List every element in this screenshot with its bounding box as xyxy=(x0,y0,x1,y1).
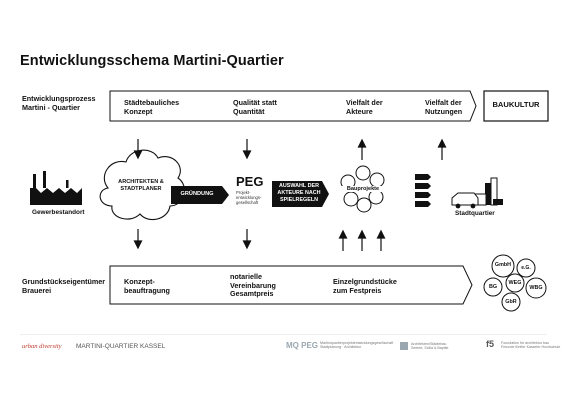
footer-f5-sub-line: Foundation für architektur bau xyxy=(501,341,549,345)
bottom-item-text: zum Festpreis xyxy=(333,285,382,295)
footer-f5-sub: Foundation für architektur bau Freunde f… xyxy=(501,341,560,350)
auswahl-line: SPIELREGELN xyxy=(279,196,319,203)
stadtquartier-icon xyxy=(451,177,503,209)
owner-label: Grundstückseigentümer Brauerei xyxy=(22,277,106,295)
arrow-item-text: Quantität xyxy=(233,106,265,116)
gruendung-label: GRÜNDUNG xyxy=(180,191,214,197)
stadtquartier-label: Stadtquartier xyxy=(455,210,495,217)
footer-urban-diversity: urban diversity xyxy=(22,343,62,350)
legal-form-eg: e.G. xyxy=(521,265,531,271)
gruendung-arrow xyxy=(171,186,229,204)
arrow-item-text: Nutzungen xyxy=(425,106,463,116)
bottom-item-text: beauftragung xyxy=(124,285,170,295)
arrow-item-qualitaet: Qualität statt Quantität xyxy=(233,98,277,116)
arrows-down xyxy=(133,139,252,250)
stack-bars-icon xyxy=(415,174,431,207)
footer-arch-line: Architekten/Städtebau xyxy=(411,342,447,346)
footer-mq-peg-sub-line: Martiniquartierprojektentwicklungsgesell… xyxy=(320,341,394,345)
footer-martini-quartier: MARTINI-QUARTIER KASSEL xyxy=(76,343,166,350)
top-process-arrow xyxy=(109,90,477,122)
auswahl-label: AUSWAHL DER AKTEURE NACH SPIELREGELN xyxy=(272,183,326,203)
bottom-item-konzept: Konzept- beauftragung xyxy=(124,277,170,295)
legal-form-weg: WEG xyxy=(508,280,522,286)
owner-label-line1: Grundstückseigentümer xyxy=(22,277,106,286)
arrow-item-text: Akteure xyxy=(346,106,373,116)
process-label: Entwicklungsprozess Martini - Quartier xyxy=(22,94,96,112)
footer-f5-logo: f5 xyxy=(486,339,495,349)
baukultur-label: BAUKULTUR xyxy=(492,100,540,109)
peg-title: PEG xyxy=(236,174,264,189)
cloud-label-line2: STADTPLANER xyxy=(120,185,162,192)
peg-subtitle: Projekt- entwicklungs- gesellschaft xyxy=(236,190,261,205)
bauprojekte-circles xyxy=(340,165,385,213)
bottom-item-text: notarielle xyxy=(230,272,262,281)
arrow-item-nutzungen: Vielfalt der Nutzungen xyxy=(425,98,463,116)
footer-f5-sub-line: Freunde fünfter Kasseler Hochschule xyxy=(501,345,561,350)
arrow-item-konzept: Städtebauliches Konzept xyxy=(124,98,180,116)
bottom-item-text: Gesamtpreis xyxy=(230,289,274,299)
owner-label-line2: Brauerei xyxy=(22,285,52,295)
legal-form-gbr: GbR xyxy=(505,299,517,305)
footer-arch: Architekten/Städtebau Seelert, Scilla & … xyxy=(411,342,448,351)
arrow-item-text: Vielfalt der xyxy=(346,98,383,107)
peg-sub-line: entwicklungs- xyxy=(236,195,262,200)
arrow-item-text: Vielfalt der xyxy=(425,98,462,107)
bottom-item-vereinbarung: notarielle Vereinbarung Gesamtpreis xyxy=(230,272,276,299)
auswahl-line: AKTEURE NACH xyxy=(277,189,321,196)
arrow-item-text: Konzept xyxy=(124,106,153,116)
footer-mq-peg-sub: Martiniquartierprojektentwicklungsgesell… xyxy=(320,341,393,350)
bauprojekte-label: Bauprojekte xyxy=(340,186,386,192)
footer-divider xyxy=(20,334,547,335)
legal-form-circles xyxy=(483,254,547,312)
arrow-item-text: Qualität statt xyxy=(233,98,277,107)
footer-arch-line: Seelert, Scilla & Baptist xyxy=(411,346,449,351)
arrow-item-akteure: Vielfalt der Akteure xyxy=(346,98,383,116)
footer-mq-peg: MQ PEG xyxy=(286,341,319,350)
bottom-item-text: Einzelgrundstücke xyxy=(333,277,397,286)
legal-form-wbg: WBG xyxy=(529,285,543,291)
peg-sub-line: gesellschaft xyxy=(236,200,259,205)
legal-form-gmbh: GmbH xyxy=(494,262,512,268)
peg-sub-line: Projekt- xyxy=(236,190,251,195)
cloud-label: ARCHITEKTEN & STADTPLANER xyxy=(104,179,178,193)
auswahl-arrow xyxy=(272,181,329,207)
bottom-item-text: Konzept- xyxy=(124,277,155,286)
arch-logo-mark xyxy=(400,342,408,350)
bottom-process-arrow xyxy=(109,265,473,305)
bottom-item-festpreis: Einzelgrundstücke zum Festpreis xyxy=(333,277,397,295)
legal-form-bg: BG xyxy=(488,284,498,290)
baukultur-box xyxy=(483,90,549,122)
auswahl-line: AUSWAHL DER xyxy=(278,183,320,189)
footer-mq-peg-sub-line: Stadtplanung · Architektur xyxy=(320,345,362,350)
page-title: Entwicklungsschema Martini-Quartier xyxy=(20,53,284,69)
arrows-up xyxy=(338,138,447,251)
process-label-line2: Martini - Quartier xyxy=(22,102,80,112)
arrow-item-text: Städtebauliches xyxy=(124,98,180,107)
factory-icon xyxy=(30,171,82,205)
bottom-item-text: Vereinbarung xyxy=(230,280,276,290)
process-label-line1: Entwicklungsprozess xyxy=(22,94,96,103)
cloud-label-line1: ARCHITEKTEN & xyxy=(118,179,164,185)
site-label: Gewerbestandort xyxy=(32,209,85,216)
